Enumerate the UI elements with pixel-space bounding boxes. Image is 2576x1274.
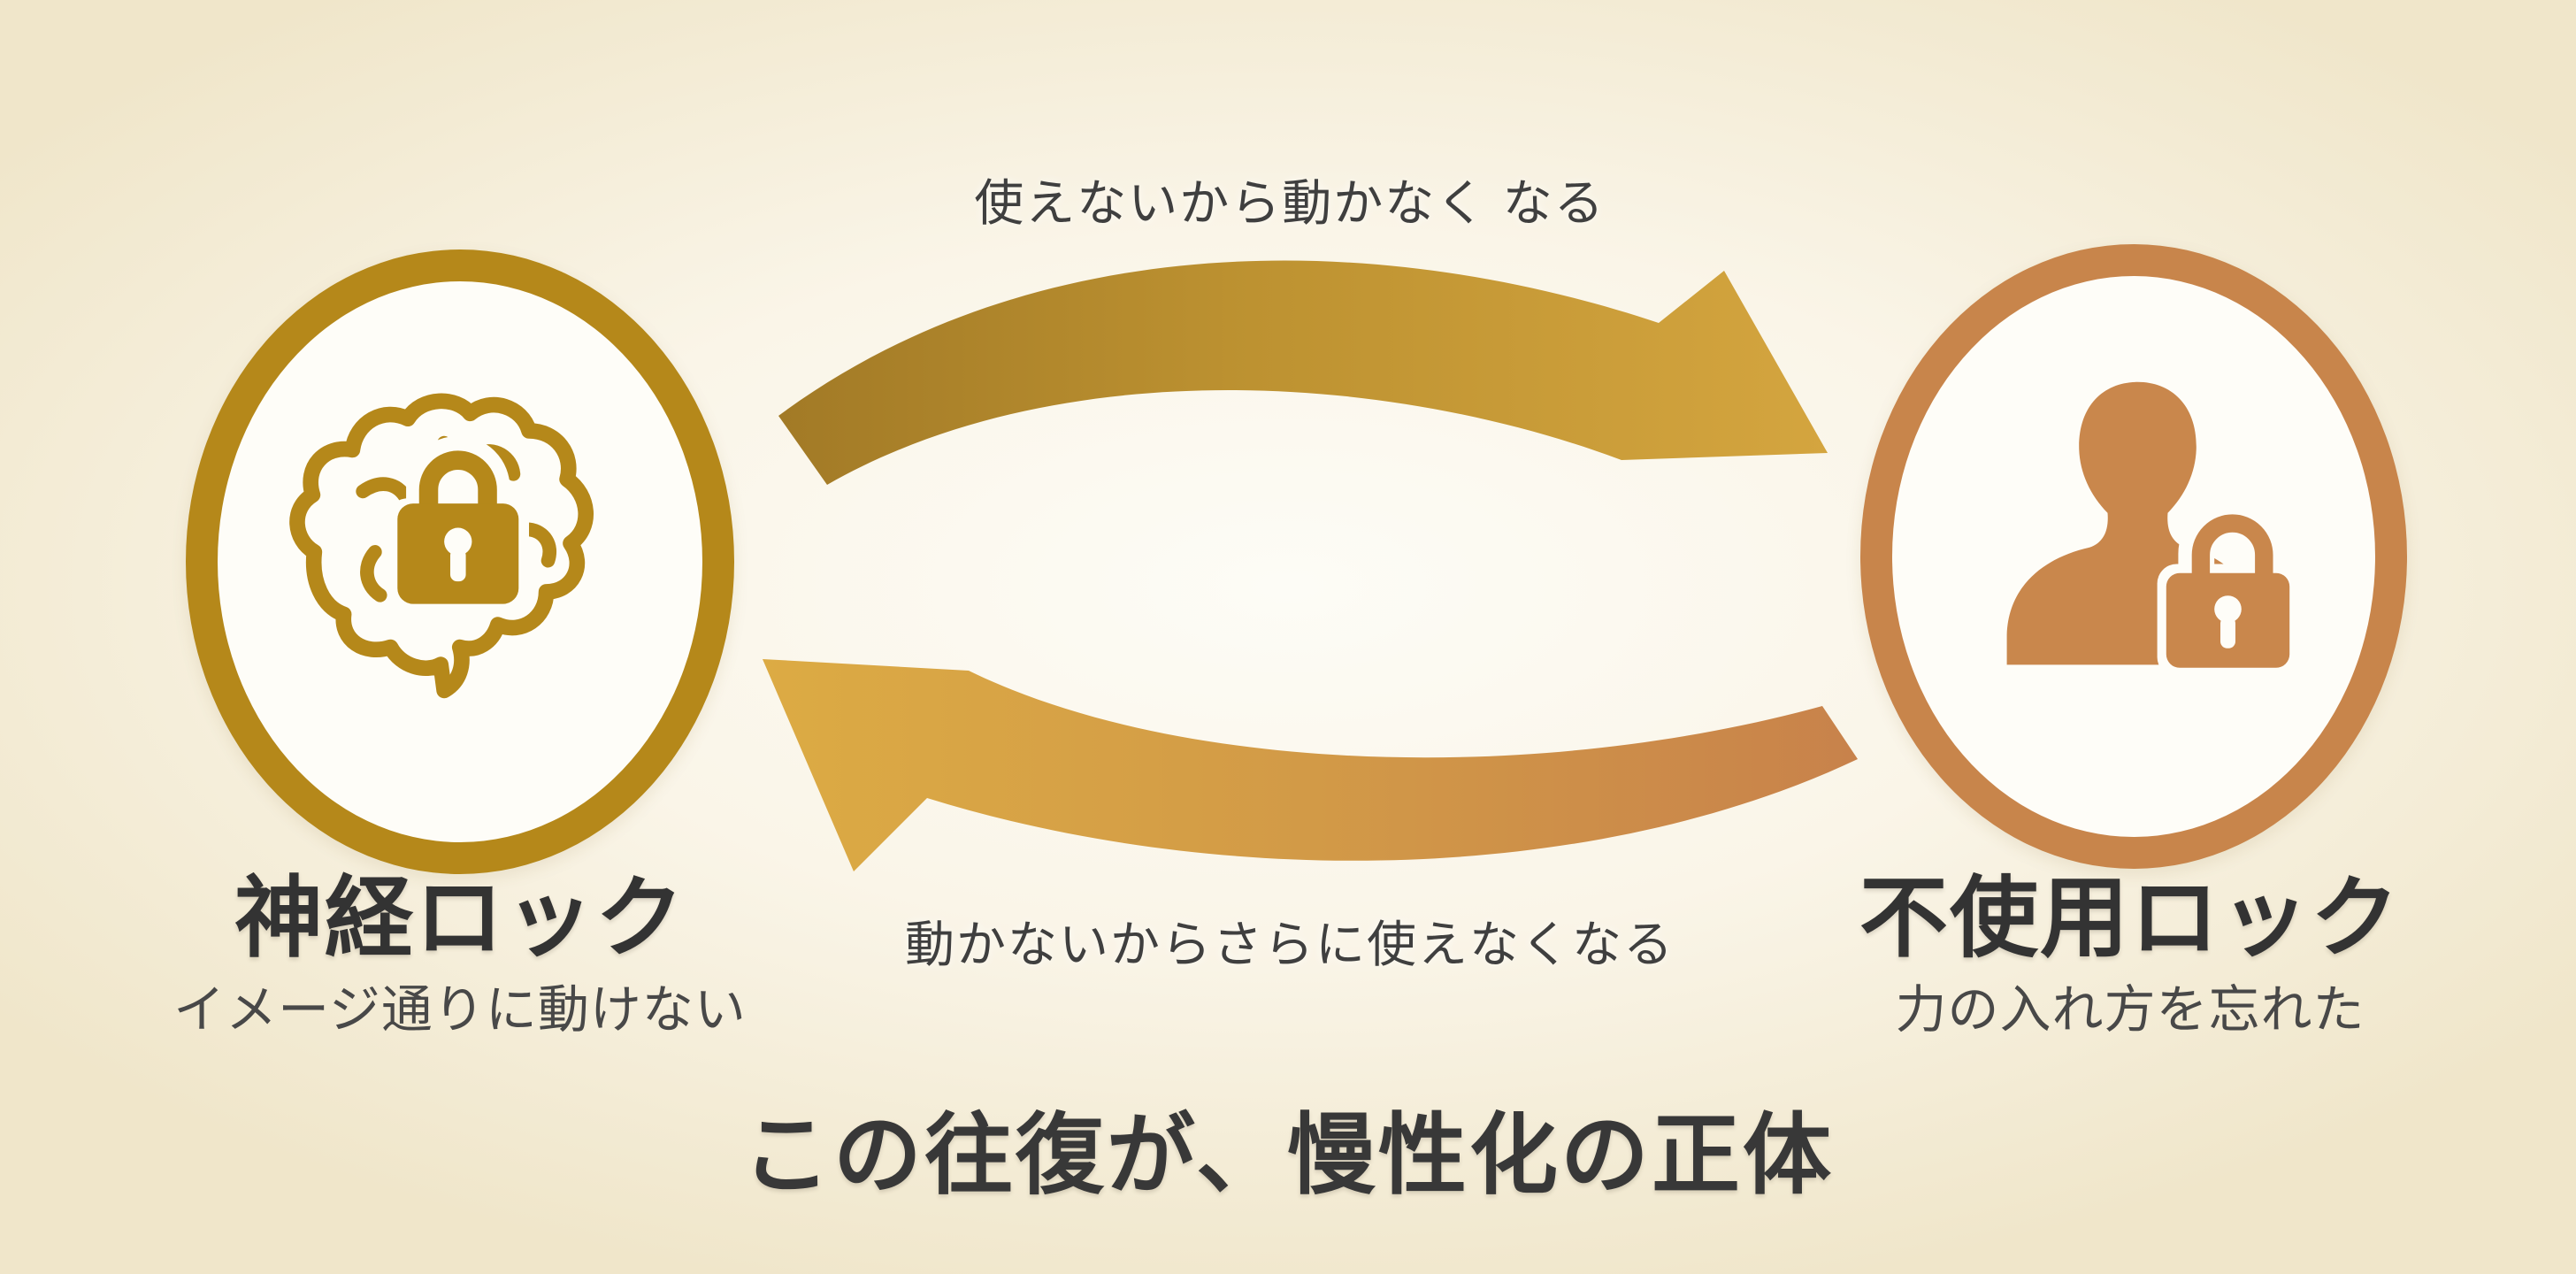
neural-lock-subtitle: イメージ通りに動けない	[173, 981, 747, 1039]
brain-fold	[356, 477, 413, 506]
top-cycle-arrow	[778, 260, 1828, 485]
top-arrow-label: 使えないから動かなく なる	[974, 175, 1606, 231]
brain-fold	[522, 522, 556, 568]
footer-headline: この往復が、慢性化の正体	[742, 1106, 1834, 1205]
lock-shackle	[2191, 514, 2273, 575]
neural-lock-circle	[186, 249, 734, 874]
disuse-lock-subtitle: 力の入れ方を忘れた	[1895, 981, 2365, 1039]
lock-shackle	[418, 450, 497, 509]
brain-outline	[289, 393, 594, 699]
lock-keyhole	[444, 527, 472, 556]
lock-keyhole-stem	[2220, 617, 2235, 649]
neural-lock-title: 神経ロック	[234, 869, 686, 968]
neural-lock-label: 神経ロック イメージ通りに動けない	[62, 874, 858, 1039]
disuse-lock-label: 不使用ロック 力の入れ方を忘れた	[1732, 874, 2528, 1039]
brain-lock-icon	[289, 393, 594, 699]
person-lock-icon	[2006, 381, 2296, 677]
brain-fold	[360, 545, 387, 602]
lock-keyhole-stem	[449, 548, 466, 582]
bottom-arrow-label: 動かないからさらに使えなくなる	[905, 917, 1675, 972]
disuse-lock-title: 不使用ロック	[1859, 869, 2401, 968]
bottom-cycle-arrow	[763, 659, 1858, 871]
lock-keyhole	[2214, 595, 2242, 623]
disuse-lock-circle	[1860, 244, 2407, 869]
